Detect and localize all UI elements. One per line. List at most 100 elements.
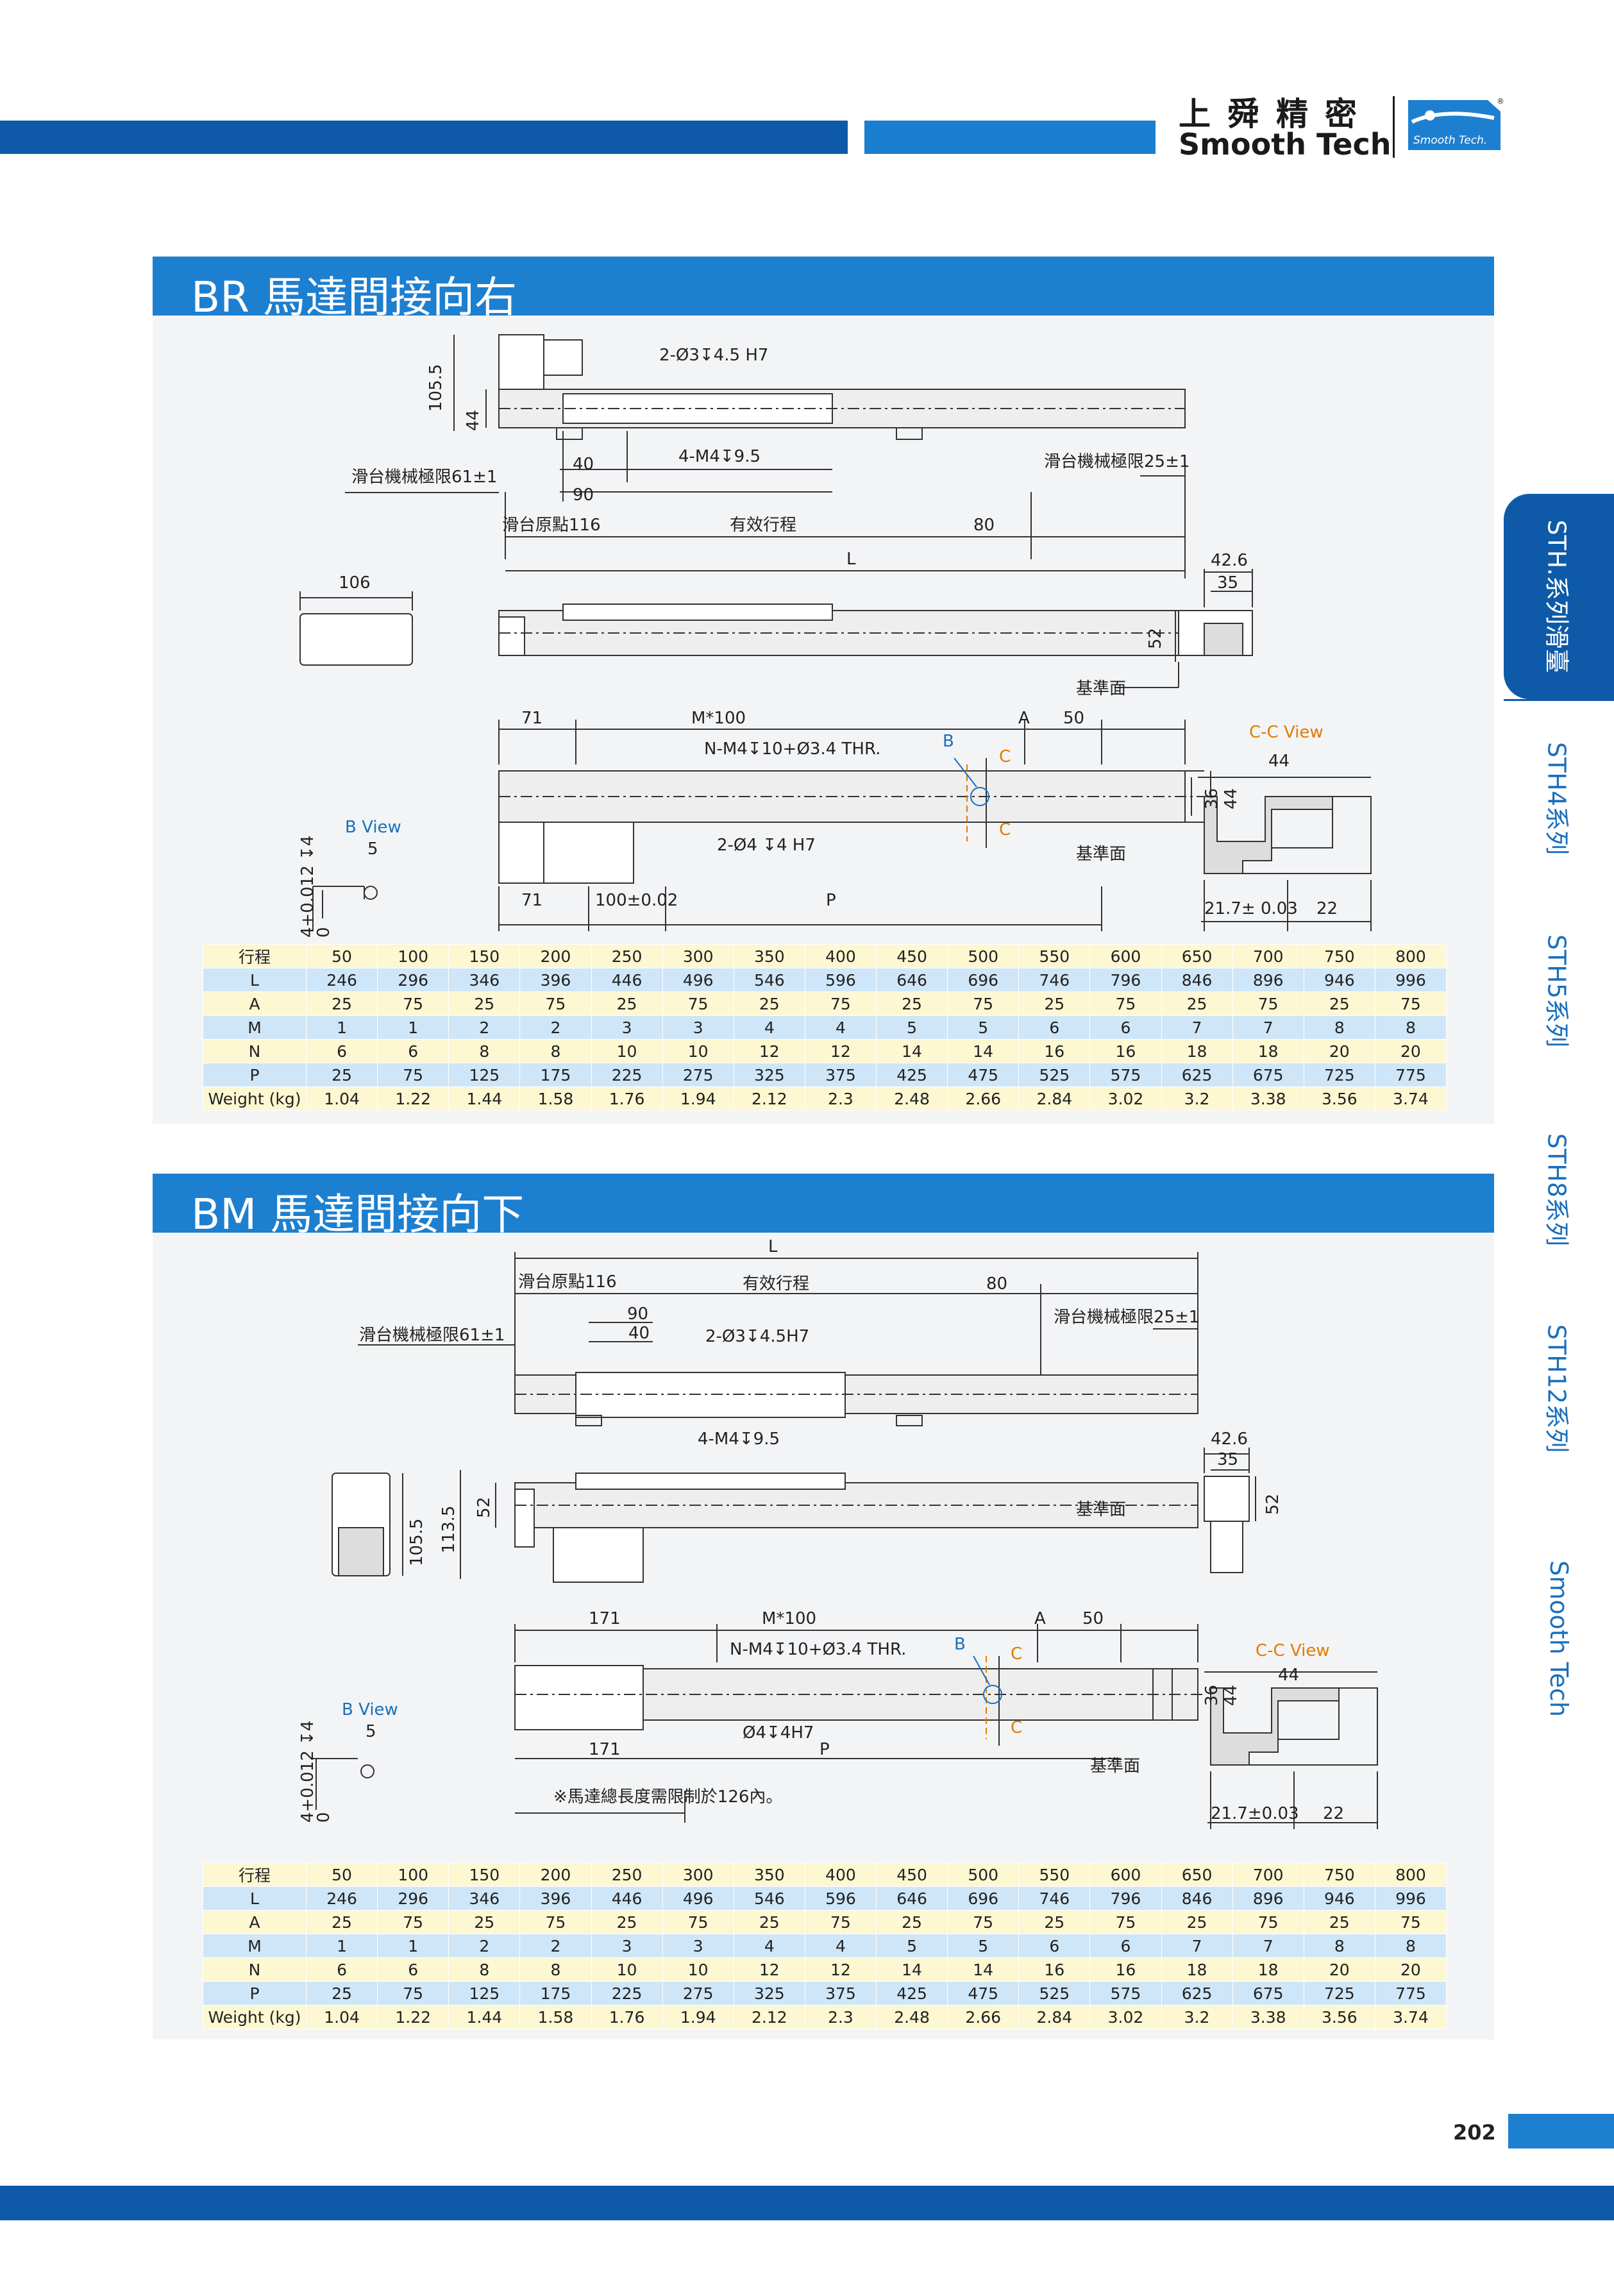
table-cell: 3.56 (1303, 1086, 1375, 1111)
table-cell: 25 (1161, 992, 1233, 1016)
table-cell: 20 (1374, 1039, 1447, 1063)
tab-sth5[interactable]: STH5系列 (1542, 934, 1571, 1048)
table-cell: 6 (305, 1039, 378, 1063)
svg-text:C: C (1011, 1644, 1022, 1664)
svg-text:0: 0 (314, 1812, 333, 1823)
svg-text:35: 35 (1217, 573, 1238, 593)
table-cell: 725 (1303, 1981, 1375, 2005)
table-cell: 6 (377, 1039, 450, 1063)
table-cell: 1.76 (591, 2005, 663, 2029)
table-cell: 550 (1018, 944, 1091, 968)
svg-text:2-Ø4 ↧4 H7: 2-Ø4 ↧4 H7 (717, 836, 816, 855)
svg-text:44: 44 (1268, 752, 1290, 771)
table-cell: 600 (1089, 1862, 1162, 1887)
table-cell: 2.3 (804, 2005, 877, 2029)
svg-text:®: ® (1497, 97, 1504, 106)
svg-text:滑台機械極限61±1: 滑台機械極限61±1 (359, 1326, 505, 1345)
table-cell: 25 (875, 1910, 948, 1934)
table-row-label: A (203, 992, 307, 1016)
table-cell: 4 (804, 1934, 877, 1958)
table-cell: 1.58 (519, 2005, 592, 2029)
svg-text:L: L (768, 1237, 778, 1256)
table-cell: 475 (947, 1063, 1020, 1087)
svg-text:105.5: 105.5 (426, 364, 446, 412)
table-cell: 1 (305, 1015, 378, 1040)
svg-text:C-C View: C-C View (1249, 723, 1324, 742)
table-cell: 450 (875, 944, 948, 968)
table-cell: 775 (1374, 1063, 1447, 1087)
table-cell: 2.48 (875, 2005, 948, 2029)
table-cell: 675 (1232, 1981, 1304, 2005)
table-cell: 3 (662, 1934, 734, 1958)
table-cell: 3.02 (1089, 2005, 1162, 2029)
svg-text:22: 22 (1323, 1804, 1344, 1823)
table-cell: 1 (377, 1015, 450, 1040)
svg-text:21.7±0.03: 21.7±0.03 (1211, 1804, 1299, 1823)
tab-sth4[interactable]: STH4系列 (1542, 741, 1571, 856)
table-cell: 375 (804, 1063, 877, 1087)
table-cell: 25 (448, 992, 521, 1016)
table-cell: 350 (733, 1862, 805, 1887)
table-cell: 25 (1018, 992, 1091, 1016)
table-cell: 1.22 (377, 1086, 450, 1111)
table-cell: 750 (1303, 944, 1375, 968)
table-cell: 496 (662, 968, 734, 992)
table-cell: 3.2 (1161, 1086, 1233, 1111)
svg-text:基準面: 基準面 (1090, 1757, 1140, 1776)
table-cell: 75 (1089, 992, 1162, 1016)
svg-text:滑台原點116: 滑台原點116 (518, 1272, 617, 1292)
svg-text:106: 106 (339, 573, 371, 593)
table-cell: 5 (875, 1015, 948, 1040)
svg-text:C-C View: C-C View (1256, 1641, 1330, 1660)
tab-sth12[interactable]: STH12系列 (1542, 1324, 1571, 1453)
table-cell: 5 (947, 1015, 1020, 1040)
table-cell: 750 (1303, 1862, 1375, 1887)
table-cell: 575 (1089, 1981, 1162, 2005)
table-cell: 650 (1161, 944, 1233, 968)
svg-text:36: 36 (1202, 788, 1222, 809)
table-cell: 16 (1018, 1957, 1091, 1982)
svg-text:滑台機械極限25±1: 滑台機械極限25±1 (1054, 1308, 1199, 1327)
svg-text:M*100: M*100 (762, 1609, 816, 1628)
svg-text:52: 52 (1146, 628, 1165, 649)
table-cell: 300 (662, 1862, 734, 1887)
svg-text:有效行程: 有效行程 (730, 516, 796, 535)
svg-text:M*100: M*100 (691, 709, 746, 728)
svg-text:C: C (999, 820, 1011, 840)
table-cell: 725 (1303, 1063, 1375, 1087)
table-cell: 650 (1161, 1862, 1233, 1887)
drawing-br: 2-Ø3↧4.5 H7 4-M4↧9.5 滑台機械極限61±1 滑台機械極限25… (298, 334, 1372, 938)
table-cell: 25 (305, 1063, 378, 1087)
table-cell: 12 (804, 1957, 877, 1982)
tab-sth8[interactable]: STH8系列 (1542, 1133, 1571, 1247)
table-cell: 446 (591, 968, 663, 992)
tab-smooth-tech[interactable]: Smooth Tech (1545, 1560, 1573, 1717)
table-cell: 14 (875, 1039, 948, 1063)
table-cell: 25 (591, 1910, 663, 1934)
table-cell: 20 (1303, 1957, 1375, 1982)
table-cell: 7 (1232, 1934, 1304, 1958)
table-cell: 3.74 (1374, 2005, 1447, 2029)
page-number: 202 (1453, 2120, 1496, 2145)
svg-text:171: 171 (589, 1740, 621, 1759)
table-cell: 1 (305, 1934, 378, 1958)
svg-text:21.7± 0.03: 21.7± 0.03 (1204, 899, 1298, 918)
table-cell: 25 (305, 992, 378, 1016)
table-cell: 200 (519, 1862, 592, 1887)
table-cell: 946 (1303, 968, 1375, 992)
table-cell: 2 (448, 1015, 521, 1040)
table-cell: 6 (1089, 1934, 1162, 1958)
svg-text:80: 80 (986, 1274, 1007, 1294)
svg-text:5: 5 (366, 1722, 376, 1741)
table-row-label: 行程 (203, 944, 307, 968)
svg-text:基準面: 基準面 (1076, 845, 1126, 864)
tab-sth-series[interactable]: STH.系列滑臺 (1504, 494, 1614, 699)
svg-text:滑台原點116: 滑台原點116 (502, 516, 601, 535)
table-cell: 1.44 (448, 2005, 521, 2029)
svg-text:113.5: 113.5 (439, 1506, 458, 1553)
